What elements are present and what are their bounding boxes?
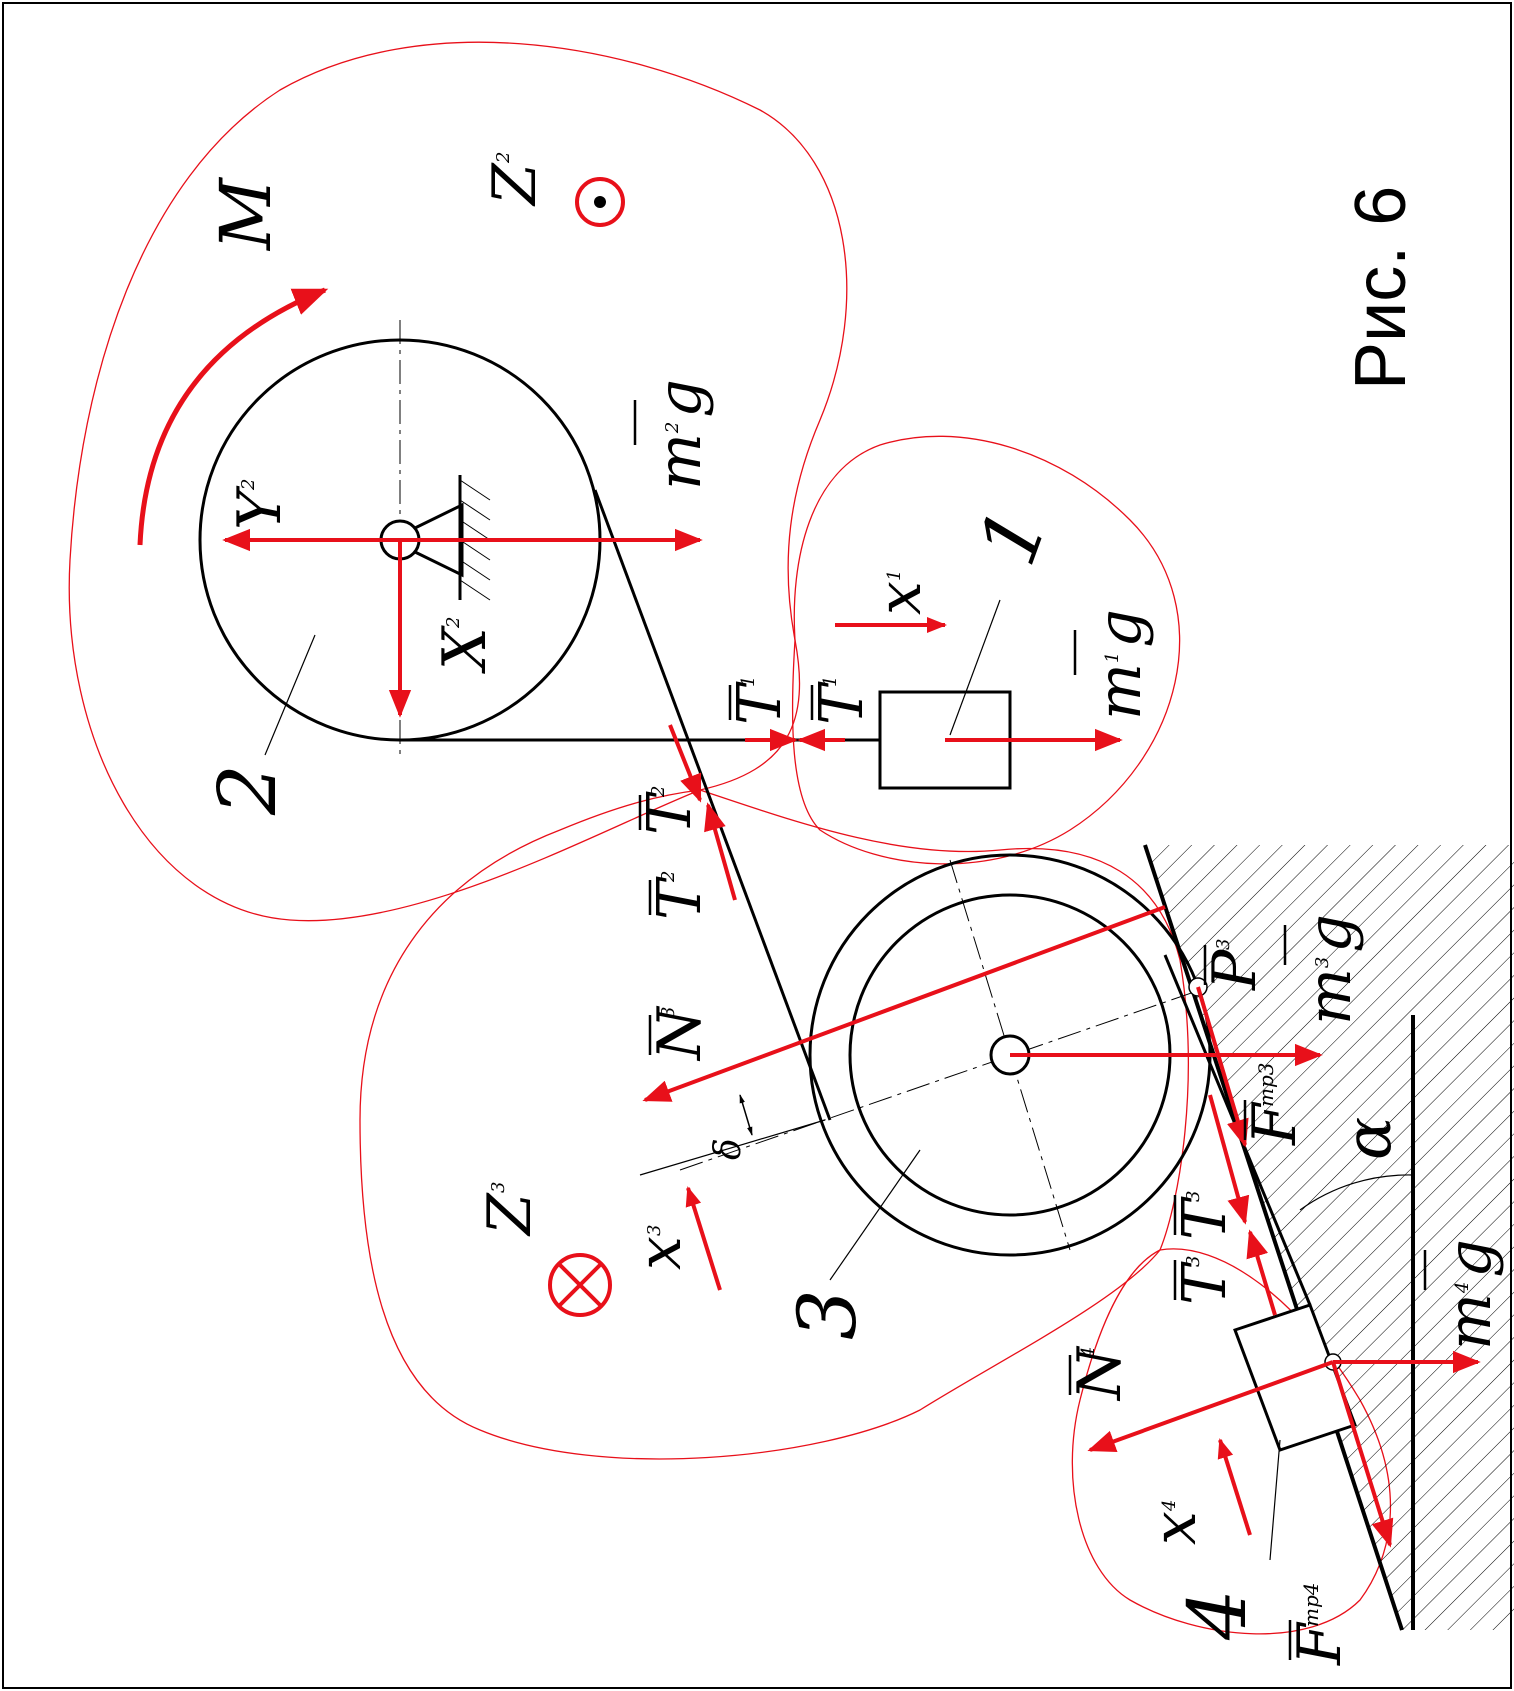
label-x3-sub: 3	[644, 1225, 665, 1236]
label-P3-sub: 3	[1213, 939, 1234, 950]
label-alpha: α	[1332, 1117, 1406, 1160]
label-T1-b: T	[807, 681, 877, 725]
label-T1-b-sub: 1	[820, 676, 841, 687]
label-T3-b-sub: 3	[1183, 1256, 1204, 1267]
delta-dimension	[739, 1094, 753, 1136]
label-T3-a-sub: 3	[1183, 1191, 1204, 1202]
label-body-3: 3	[781, 1289, 874, 1340]
label-T1-a-sub: 1	[738, 676, 759, 687]
boundary-body-1	[791, 435, 1181, 865]
label-M: M	[205, 176, 287, 252]
plane-hatch	[1145, 845, 1514, 1630]
label-Y2: Y	[225, 485, 295, 530]
label-Y2-sub: 2	[238, 479, 259, 491]
force-T2-on-3	[704, 802, 737, 901]
plane-surface	[1143, 844, 1404, 1631]
force-vectors	[222, 528, 1481, 1548]
support-hatch	[459, 479, 491, 601]
label-T2-b-sub: 2	[658, 871, 679, 883]
figure-caption: Рис. 6	[1341, 186, 1421, 390]
boundary-curves	[68, 41, 1392, 1635]
coordinate-arrows	[685, 617, 1252, 1536]
force-T2-on-2	[668, 724, 702, 803]
label-T3-b: T	[1170, 1261, 1240, 1305]
label-T2-b: T	[645, 876, 715, 920]
label-T3-a: T	[1170, 1196, 1240, 1240]
alpha-arc	[1299, 1174, 1414, 1211]
inclined-plane	[1143, 844, 1514, 1631]
label-x3: x	[625, 1236, 695, 1270]
force-N3	[642, 905, 1166, 1102]
label-Ftr3-sub: тр3	[1254, 1063, 1278, 1108]
axis-symbols	[548, 177, 625, 1317]
boundary-body-3	[359, 789, 1189, 1460]
x3-arrow	[685, 1186, 722, 1291]
label-Z3-sub: 3	[488, 1182, 509, 1193]
label-Ftr4-sub: тр4	[1299, 1583, 1323, 1628]
force-T3-on-4	[1246, 1229, 1277, 1316]
boundary-body-2	[68, 41, 848, 922]
label-body-4: 4	[1171, 1589, 1264, 1641]
x4-arrow	[1217, 1438, 1252, 1536]
force-Ftr3	[1196, 986, 1249, 1148]
label-N4: N	[1065, 1345, 1135, 1402]
force-T3-on-3	[1208, 1094, 1250, 1225]
label-T2-a: T	[635, 791, 705, 835]
leaders	[264, 599, 1281, 1561]
label-x4-sub: 4	[1159, 1500, 1180, 1512]
label-m2g: m2g	[645, 379, 715, 490]
label-x1: x	[865, 581, 935, 615]
label-X2: X	[430, 625, 500, 674]
z2-out-dot	[594, 196, 606, 208]
vector-overbars	[633, 400, 1427, 1660]
force-Ftr4	[1331, 1361, 1394, 1548]
label-N3-sub: 3	[658, 1007, 679, 1018]
z2-out-icon	[575, 177, 625, 227]
z3-in-icon	[548, 1253, 612, 1317]
label-Z2-sub: 2	[493, 152, 514, 164]
label-Z3: Z	[475, 1192, 545, 1237]
label-X2-sub: 2	[443, 617, 464, 629]
moment-arrow	[137, 287, 329, 546]
label-N4-sub: 4	[1078, 1347, 1099, 1359]
label-x1-sub: 1	[884, 570, 905, 581]
label-Ftr4: F	[1285, 1621, 1355, 1666]
label-T2-a-sub: 2	[648, 786, 669, 798]
label-N3: N	[645, 1005, 715, 1062]
label-delta: δ	[708, 1138, 749, 1160]
label-Z2: Z	[480, 162, 550, 207]
label-body-1: 1	[960, 497, 1065, 577]
labels: M Z 2 Y 2 X 2 m2g 2 1 x 1 m1g T	[201, 152, 1505, 1666]
label-P3: P	[1200, 948, 1270, 991]
label-m4g: m4g	[1435, 1239, 1505, 1350]
wheel-3-axis-b	[679, 989, 1201, 1171]
label-T1-a: T	[725, 681, 795, 725]
force-N4	[1087, 1360, 1334, 1452]
label-m3g: m3g	[1295, 914, 1365, 1025]
label-Ftr3: F	[1240, 1101, 1310, 1146]
label-body-2: 2	[201, 764, 294, 816]
label-x4: x	[1140, 1511, 1210, 1545]
label-m1g: m1g	[1085, 609, 1155, 720]
